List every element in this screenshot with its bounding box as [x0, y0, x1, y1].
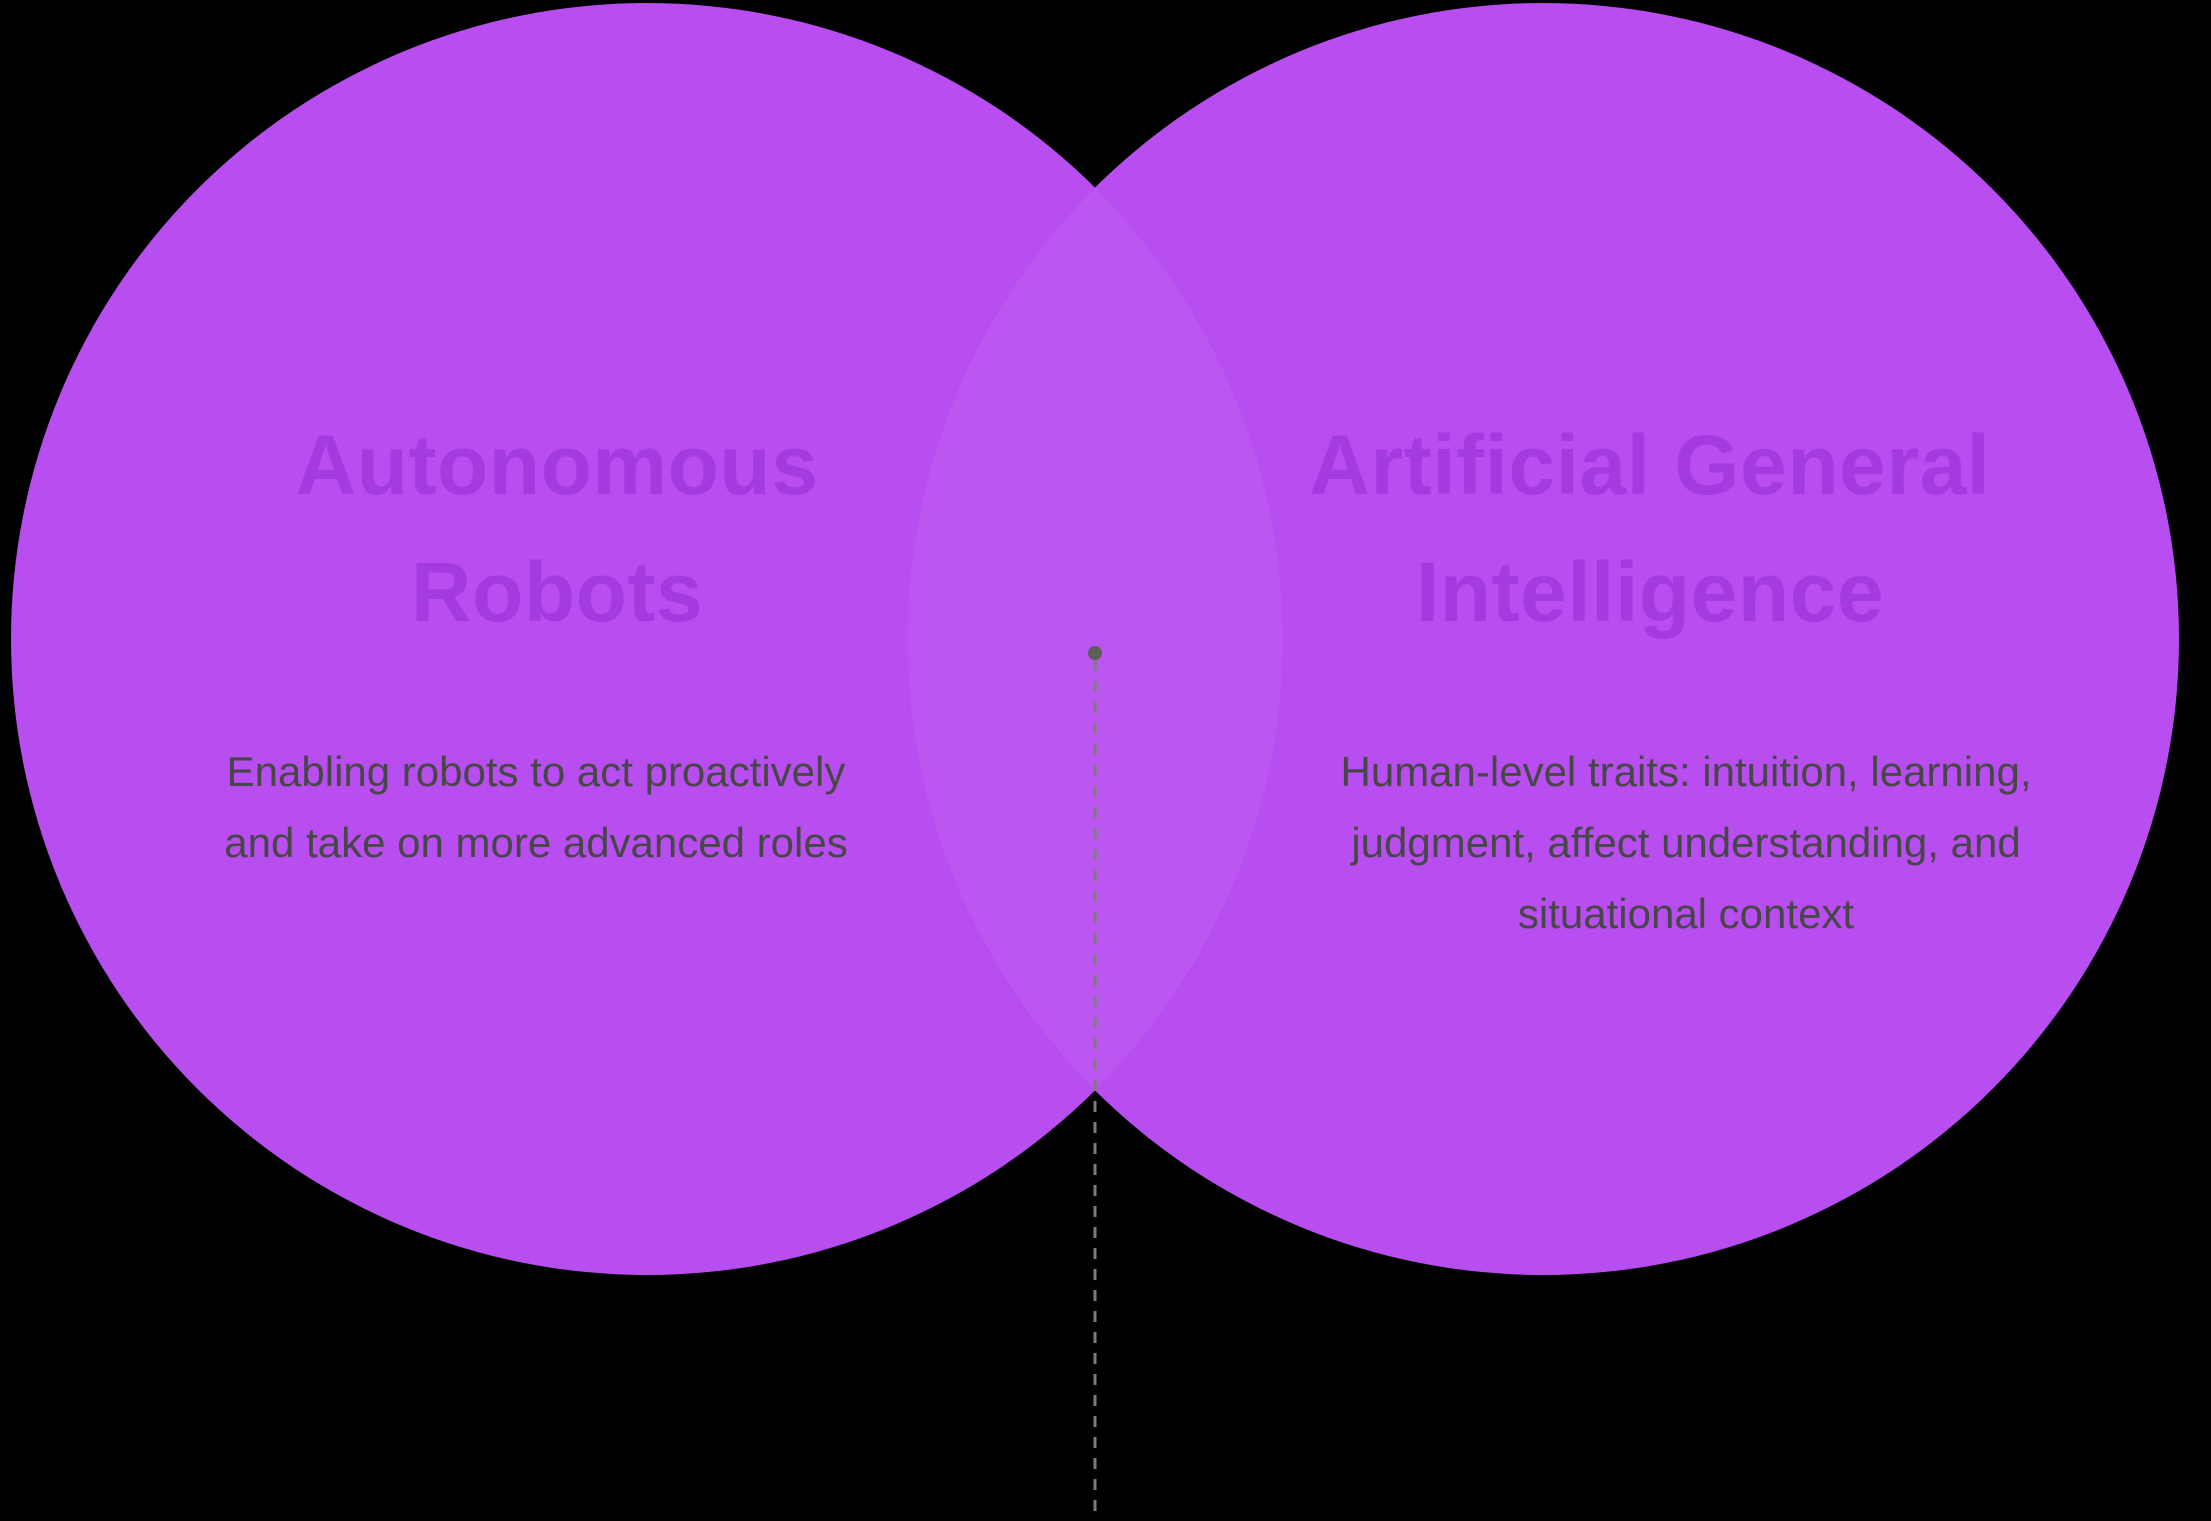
overlap-region: [907, 188, 1283, 1090]
right-circle-title-line: Artificial General: [1309, 418, 1991, 512]
left-circle-title-line: Robots: [410, 545, 704, 639]
subtitle-line: situational context: [1517, 890, 1855, 937]
subtitle-line: judgment, affect understanding, and: [1351, 819, 2021, 866]
left-circle-title-line: Autonomous: [295, 418, 819, 512]
subtitle-line: and take on more advanced roles: [224, 819, 848, 866]
right-circle-title-line: Intelligence: [1415, 545, 1885, 639]
connector-dot: [1088, 646, 1102, 660]
left-circle-subtitle: Enabling robots to act proactively and t…: [156, 736, 916, 878]
right-circle: [907, 3, 2179, 1275]
subtitle-line: Enabling robots to act proactively: [226, 748, 846, 795]
left-circle: [11, 3, 1283, 1275]
right-circle-subtitle: Human-level traits: intuition, learning,…: [1286, 736, 2086, 949]
left-circle-title: Autonomous Robots: [207, 402, 907, 656]
right-circle-title: Artificial General Intelligence: [1250, 402, 2050, 656]
subtitle-line: Human-level traits: intuition, learning,: [1340, 748, 2032, 795]
